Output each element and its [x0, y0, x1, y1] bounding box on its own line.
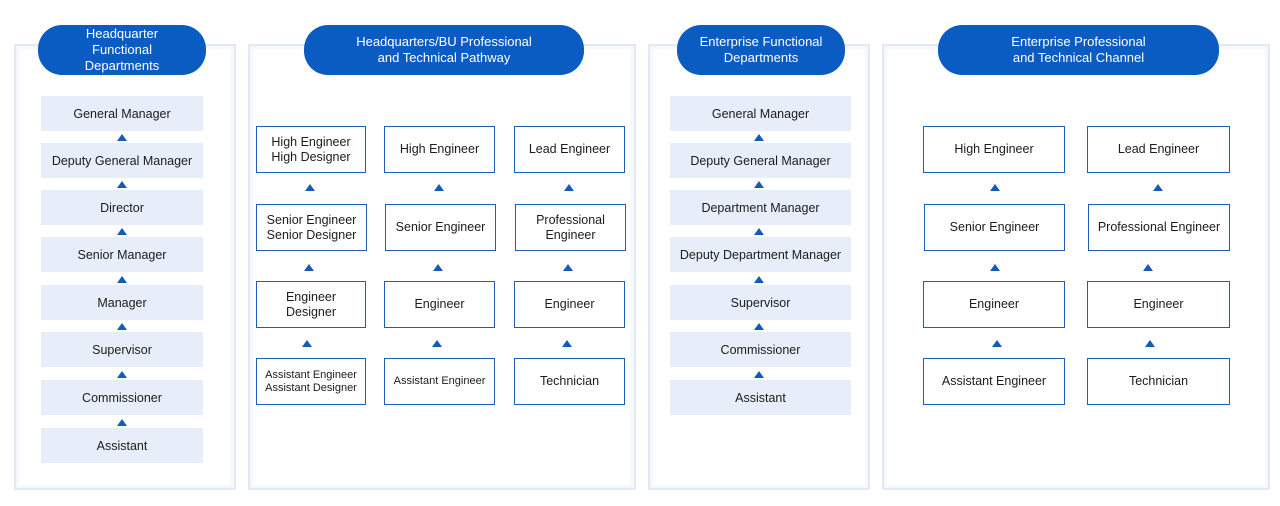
rank-box: Deputy General Manager: [41, 143, 203, 178]
up-arrow-icon: [305, 184, 315, 191]
up-arrow-icon: [434, 184, 444, 191]
up-arrow-icon: [1153, 184, 1163, 191]
up-arrow-icon: [1143, 264, 1153, 271]
rank-box: Deputy Department Manager: [670, 237, 851, 272]
up-arrow-icon: [117, 228, 127, 235]
career-box: High Engineer: [384, 126, 495, 173]
career-box: Engineer: [923, 281, 1065, 328]
career-box: Senior Engineer: [385, 204, 496, 251]
panel-title-hq-functional: Headquarter Functional Departments: [38, 25, 206, 75]
rank-box: Supervisor: [41, 332, 203, 367]
career-box: Assistant Engineer: [384, 358, 495, 405]
rank-box: Manager: [41, 285, 203, 320]
rank-box: Commissioner: [41, 380, 203, 415]
rank-box: Commissioner: [670, 332, 851, 367]
rank-box: Assistant: [41, 428, 203, 463]
up-arrow-icon: [990, 184, 1000, 191]
up-arrow-icon: [302, 340, 312, 347]
career-box: Engineer Designer: [256, 281, 366, 328]
up-arrow-icon: [117, 181, 127, 188]
up-arrow-icon: [754, 276, 764, 283]
rank-box: Supervisor: [670, 285, 851, 320]
panel-title-enterprise-functional: Enterprise Functional Departments: [677, 25, 845, 75]
up-arrow-icon: [754, 323, 764, 330]
career-box: Technician: [1087, 358, 1230, 405]
career-box: Assistant Engineer Assistant Designer: [256, 358, 366, 405]
up-arrow-icon: [117, 323, 127, 330]
career-box: Senior Engineer Senior Designer: [256, 204, 367, 251]
career-box: Assistant Engineer: [923, 358, 1065, 405]
career-box: High Engineer: [923, 126, 1065, 173]
panel-title-hq-professional: Headquarters/BU Professional and Technic…: [304, 25, 584, 75]
career-box: Professional Engineer: [515, 204, 626, 251]
rank-box: General Manager: [41, 96, 203, 131]
up-arrow-icon: [564, 184, 574, 191]
career-box: Professional Engineer: [1088, 204, 1230, 251]
rank-box: Assistant: [670, 380, 851, 415]
up-arrow-icon: [117, 419, 127, 426]
panel-title-enterprise-professional: Enterprise Professional and Technical Ch…: [938, 25, 1219, 75]
career-box: High Engineer High Designer: [256, 126, 366, 173]
panel-enterprise-professional: [882, 44, 1270, 490]
up-arrow-icon: [992, 340, 1002, 347]
up-arrow-icon: [754, 228, 764, 235]
up-arrow-icon: [563, 264, 573, 271]
up-arrow-icon: [304, 264, 314, 271]
up-arrow-icon: [754, 181, 764, 188]
career-box: Engineer: [1087, 281, 1230, 328]
up-arrow-icon: [754, 371, 764, 378]
career-box: Engineer: [514, 281, 625, 328]
rank-box: Director: [41, 190, 203, 225]
career-box: Technician: [514, 358, 625, 405]
career-box: Lead Engineer: [514, 126, 625, 173]
rank-box: Department Manager: [670, 190, 851, 225]
up-arrow-icon: [754, 134, 764, 141]
up-arrow-icon: [117, 276, 127, 283]
career-box: Engineer: [384, 281, 495, 328]
up-arrow-icon: [562, 340, 572, 347]
rank-box: Deputy General Manager: [670, 143, 851, 178]
up-arrow-icon: [117, 371, 127, 378]
career-box: Senior Engineer: [924, 204, 1065, 251]
up-arrow-icon: [117, 134, 127, 141]
up-arrow-icon: [433, 264, 443, 271]
rank-box: Senior Manager: [41, 237, 203, 272]
up-arrow-icon: [1145, 340, 1155, 347]
up-arrow-icon: [990, 264, 1000, 271]
up-arrow-icon: [432, 340, 442, 347]
career-box: Lead Engineer: [1087, 126, 1230, 173]
rank-box: General Manager: [670, 96, 851, 131]
